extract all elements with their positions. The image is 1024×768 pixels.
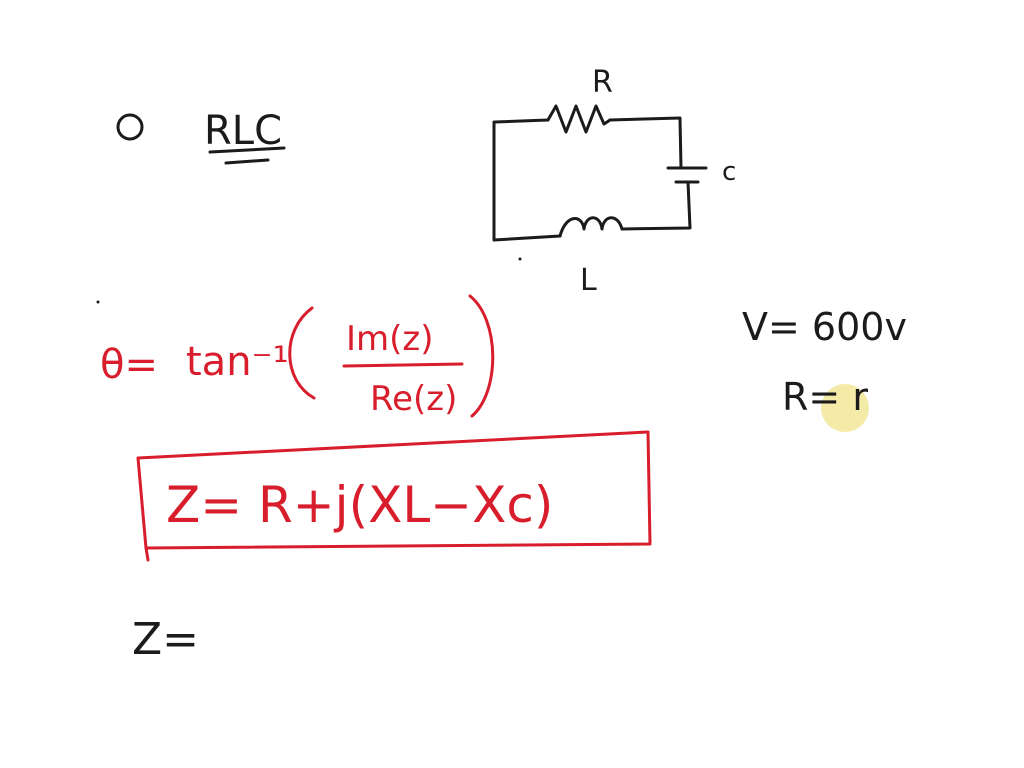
phase-denominator: Re(z) <box>370 379 457 419</box>
resistor-label: R <box>592 65 613 100</box>
stray-dot <box>96 300 100 304</box>
work-line-z: Z= <box>132 614 199 665</box>
wire-left <box>492 120 562 242</box>
inductor-symbol <box>558 216 624 238</box>
wire-top-right <box>608 116 683 170</box>
left-paren <box>288 306 316 400</box>
stray-dot <box>518 257 522 261</box>
capacitor-label: c <box>722 157 736 187</box>
impedance-formula-box: Z= R+j(XL−Xc) <box>136 430 652 562</box>
wire-top-left <box>493 118 550 124</box>
topic-underline-2 <box>224 158 270 165</box>
phase-numerator: Im(z) <box>346 319 434 359</box>
phase-angle-formula: θ= tan⁻¹ Im(z) Re(z) <box>100 294 495 419</box>
wire-right-bottom <box>620 180 692 231</box>
question-heading: Q RLC <box>116 108 286 165</box>
impedance-formula: Z= R+j(XL−Xc) <box>166 476 553 534</box>
phase-lhs: θ= <box>100 342 158 388</box>
given-resistance: R= r <box>782 375 868 419</box>
inductor-label: L <box>580 263 597 298</box>
right-paren <box>468 294 495 418</box>
given-values: V= 600v R= r <box>742 305 907 432</box>
phase-function: tan⁻¹ <box>186 339 289 385</box>
rlc-circuit-diagram: R c L <box>492 65 736 298</box>
fraction-bar <box>342 362 464 368</box>
resistor-symbol <box>546 104 612 134</box>
formula-box-outline <box>136 430 652 550</box>
formula-box-tail <box>144 546 150 562</box>
topic-title: RLC <box>204 108 282 154</box>
cursor-highlight <box>821 384 869 432</box>
given-voltage: V= 600v <box>742 305 907 349</box>
topic-underline-1 <box>208 146 286 154</box>
question-marker-circle <box>116 113 144 141</box>
